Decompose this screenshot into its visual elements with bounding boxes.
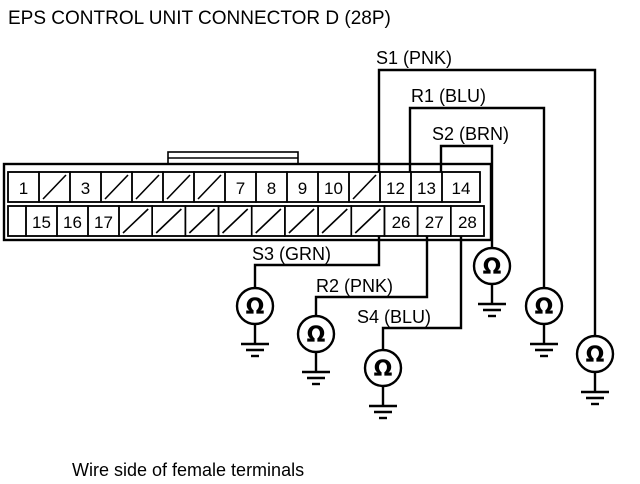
unused-cavity-slash bbox=[42, 174, 67, 200]
unused-cavity-slash bbox=[197, 174, 222, 200]
ground-icon bbox=[581, 390, 609, 406]
ground-icon bbox=[478, 302, 506, 318]
ground-icon bbox=[530, 342, 558, 358]
terminal-label: 1 bbox=[19, 179, 28, 198]
wire-r2 bbox=[314, 236, 429, 316]
terminal-label: 27 bbox=[425, 213, 444, 232]
terminal-label: 7 bbox=[236, 179, 245, 198]
unused-cavity-slash bbox=[188, 208, 216, 234]
terminal-label: 26 bbox=[392, 213, 411, 232]
wire-s1 bbox=[377, 68, 597, 336]
terminal-14 bbox=[441, 171, 481, 203]
ohm-icon: Ω bbox=[586, 343, 605, 368]
unused-cavity-slash bbox=[352, 174, 377, 200]
terminal-label: 13 bbox=[417, 179, 436, 198]
terminal-label: 10 bbox=[324, 179, 343, 198]
unused-cavity-slash bbox=[155, 208, 182, 234]
terminal-label: 9 bbox=[298, 179, 307, 198]
wire-s3 bbox=[253, 236, 381, 288]
ohmmeter-r1: Ω bbox=[524, 286, 564, 358]
ohmmeters: Ω Ω Ω Ω Ω Ω bbox=[235, 246, 615, 420]
ohm-icon: Ω bbox=[374, 357, 393, 382]
wire-s2 bbox=[439, 144, 494, 248]
terminal-label: 12 bbox=[386, 179, 405, 198]
terminal-label: 15 bbox=[32, 213, 51, 232]
terminal-28 bbox=[450, 205, 485, 237]
ohm-icon: Ω bbox=[535, 295, 554, 320]
wire-r1 bbox=[408, 106, 546, 288]
ohm-icon: Ω bbox=[246, 295, 265, 320]
ohmmeter-s1: Ω bbox=[575, 334, 615, 406]
terminal-label: 28 bbox=[458, 213, 477, 232]
ohmmeter-s3: Ω bbox=[235, 286, 275, 358]
label-s3: S3 (GRN) bbox=[252, 244, 331, 264]
ohmmeter-s4: Ω bbox=[363, 348, 403, 420]
unused-cavity-slash bbox=[135, 174, 160, 200]
label-s2: S2 (BRN) bbox=[432, 124, 509, 144]
unused-cavity-slash bbox=[104, 174, 129, 200]
unused-cavity-slash bbox=[166, 174, 191, 200]
unused-cavity-slash bbox=[321, 208, 348, 234]
ohmmeter-s2: Ω bbox=[472, 246, 512, 318]
ohm-icon: Ω bbox=[483, 255, 502, 280]
label-r1: R1 (BLU) bbox=[411, 86, 486, 106]
diagram-caption: Wire side of female terminals bbox=[72, 460, 304, 480]
terminal-label: 16 bbox=[63, 213, 82, 232]
ground-icon bbox=[241, 342, 269, 358]
ohm-icon: Ω bbox=[307, 323, 326, 348]
terminal-label: 14 bbox=[452, 179, 471, 198]
terminal-label: 17 bbox=[94, 213, 113, 232]
terminal-label: 8 bbox=[267, 179, 276, 198]
unused-cavity-slash bbox=[221, 208, 249, 234]
label-r2: R2 (PNK) bbox=[316, 276, 393, 296]
diagram-title: EPS CONTROL UNIT CONNECTOR D (28P) bbox=[8, 8, 391, 29]
unused-cavity-slash bbox=[354, 208, 382, 234]
ground-icon bbox=[302, 370, 330, 386]
unused-cavity-slash bbox=[255, 208, 282, 234]
unused-cavity-slash bbox=[122, 208, 149, 234]
terminal-label: 3 bbox=[81, 179, 90, 198]
ground-icon bbox=[369, 404, 397, 420]
terminal-blank bbox=[7, 205, 27, 237]
label-s1: S1 (PNK) bbox=[376, 48, 452, 68]
ohmmeter-r2: Ω bbox=[296, 314, 336, 386]
label-s4: S4 (BLU) bbox=[357, 307, 431, 327]
wire-s4 bbox=[381, 236, 463, 350]
wiring bbox=[253, 68, 597, 350]
unused-cavity-slash bbox=[288, 208, 315, 234]
